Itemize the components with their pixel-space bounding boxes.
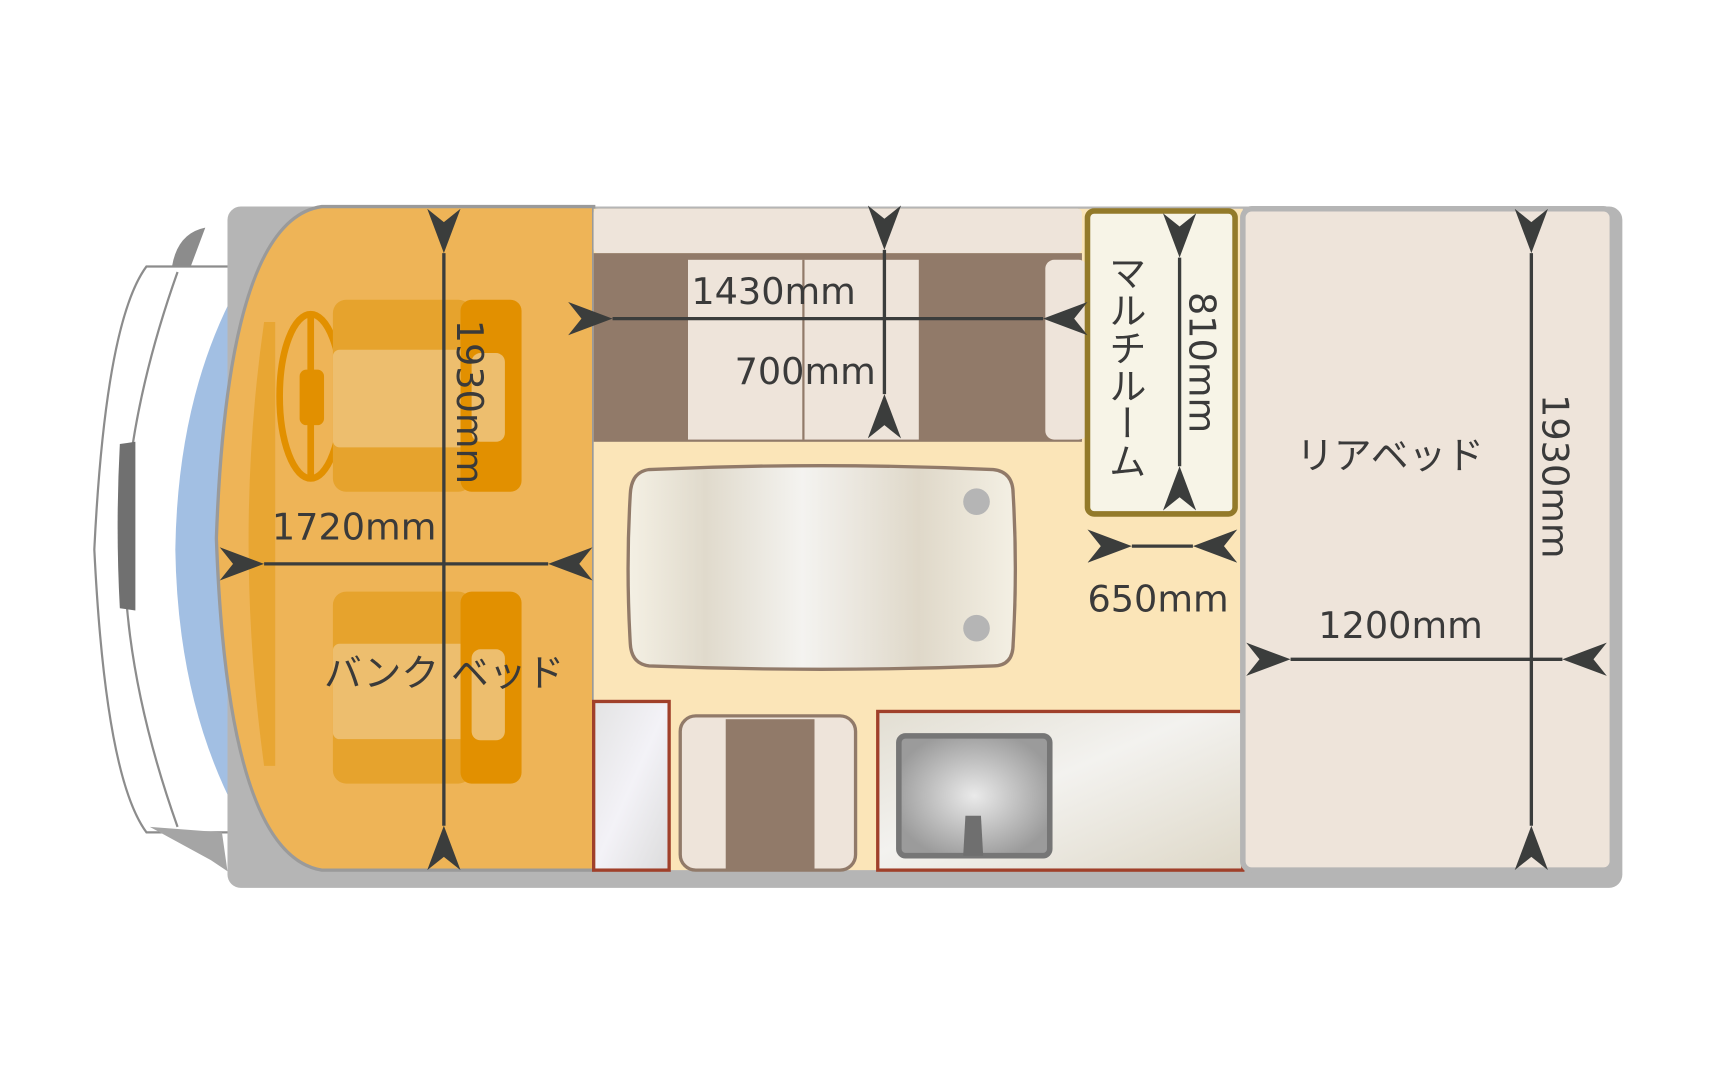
multi-room-label: マルチルーム bbox=[1102, 253, 1146, 479]
dimension-arrows bbox=[219, 205, 1607, 871]
bunk-width-label: 1720mm bbox=[272, 505, 437, 548]
dining-table bbox=[626, 463, 1018, 671]
bunk-bed-label: バンク ベッド bbox=[324, 651, 564, 695]
kitchen-counter bbox=[876, 709, 1245, 872]
aisle-width-label: 650mm bbox=[1087, 578, 1228, 621]
multiroom-height-label: 810mm bbox=[1181, 292, 1224, 433]
driver-seat bbox=[332, 299, 522, 492]
rear-bed-length-label: 1930mm bbox=[1533, 394, 1576, 558]
upper-cabinet bbox=[593, 208, 1082, 254]
fridge-cabinet bbox=[592, 699, 671, 872]
rear-bed-label: リアベッド bbox=[1296, 433, 1484, 477]
bunk-length-label: 1930mm bbox=[448, 320, 491, 485]
dinette-length-label: 1430mm bbox=[691, 270, 856, 313]
multi-room bbox=[1084, 208, 1238, 517]
side-seat bbox=[678, 714, 858, 872]
dinette-depth-label: 700mm bbox=[735, 350, 876, 393]
rear-bed-width-label: 1200mm bbox=[1318, 604, 1483, 647]
